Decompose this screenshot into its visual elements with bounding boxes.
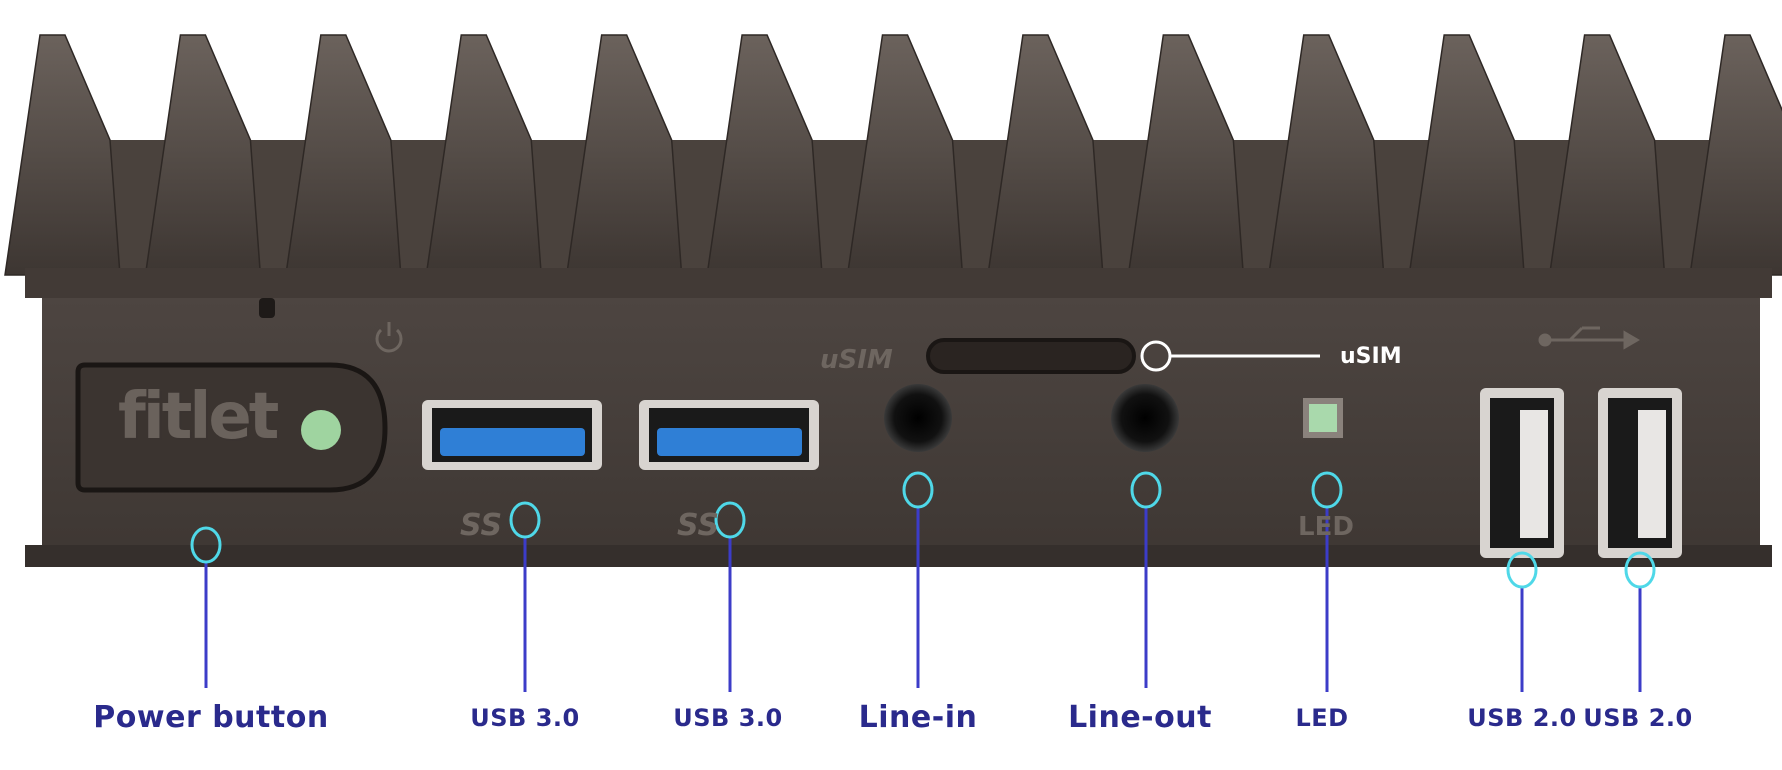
status-led (1309, 404, 1337, 432)
heatsink-fin (1267, 34, 1385, 276)
usb2-port-2[interactable] (1598, 388, 1682, 558)
power-icon (375, 322, 403, 353)
ss-engraving-1: SS (460, 508, 503, 543)
label-usb3-1: USB 3.0 (470, 704, 580, 732)
label-usb2-2: USB 2.0 (1583, 704, 1693, 732)
usb2-port-1[interactable] (1480, 388, 1564, 558)
heatsink-fin (144, 34, 262, 276)
led-engraving: LED (1298, 512, 1354, 542)
heatsink-fin (284, 34, 402, 276)
heatsink-fin (1548, 34, 1666, 276)
fitlet-logo: fitlet (118, 380, 279, 454)
usb3-port-1[interactable] (422, 400, 602, 470)
label-led: LED (1295, 704, 1349, 732)
label-usb3-2: USB 3.0 (673, 704, 783, 732)
heatsink-fins (4, 34, 1782, 276)
line-in-jack[interactable] (884, 384, 952, 452)
base-plate (25, 545, 1772, 567)
usim-callout-label: uSIM (1340, 344, 1402, 369)
heatsink-fin (565, 34, 683, 276)
callout-circle-usb2-2 (1624, 551, 1656, 589)
heatsink-fin (1408, 34, 1525, 276)
usb3-port-2[interactable] (639, 400, 819, 470)
power-button[interactable] (75, 362, 388, 493)
label-power-button: Power button (93, 700, 329, 735)
callout-circle-usb3-1 (509, 501, 541, 539)
heatsink-fin (425, 34, 543, 276)
callout-circle-power-button (190, 526, 222, 564)
callout-circle-usb2-1 (1506, 551, 1538, 589)
usim-slot[interactable] (926, 338, 1136, 374)
callout-circle-usb3-2 (714, 501, 746, 539)
label-line-in: Line-in (858, 700, 978, 735)
callout-circle-led (1311, 471, 1343, 509)
heatsink-fin (4, 34, 121, 276)
heatsink-ledge (25, 268, 1772, 298)
heatsink-fin (987, 34, 1104, 276)
heatsink-fin (846, 34, 964, 276)
notch (259, 298, 275, 318)
heatsink-fin (706, 34, 823, 276)
ss-engraving-2: SS (677, 508, 720, 543)
usb-symbol-icon (1538, 326, 1640, 350)
usim-engraving: uSIM (820, 345, 893, 375)
label-usb2-1: USB 2.0 (1467, 704, 1577, 732)
heatsink-fin (1127, 34, 1245, 276)
callout-circle-line-out (1130, 471, 1162, 509)
label-line-out: Line-out (1068, 700, 1212, 735)
heatsink-fin (1689, 34, 1782, 276)
callout-circle-line-in (902, 471, 934, 509)
usim-callout-circle (1140, 340, 1172, 372)
callout-lines (190, 471, 1656, 692)
power-led (301, 410, 341, 450)
line-out-jack[interactable] (1111, 384, 1179, 452)
